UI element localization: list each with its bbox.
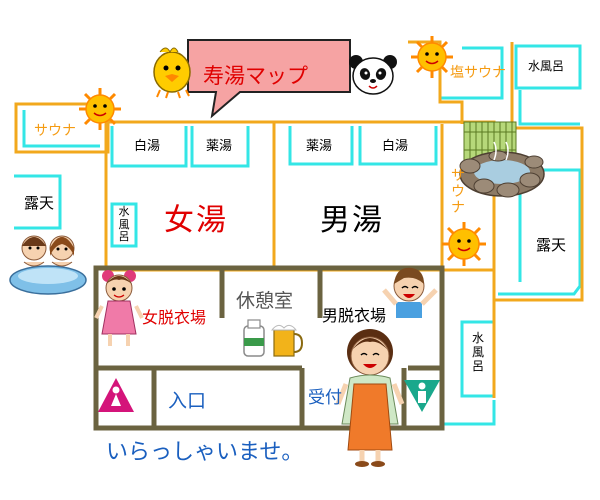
panda-mascot-icon: [349, 55, 397, 95]
sauna-left-label: サウナ: [34, 123, 76, 139]
mizuburo-top-label: 水風呂: [528, 59, 565, 73]
sun-icon: [411, 36, 453, 78]
womens-restroom-icon: [98, 378, 134, 412]
sun-icon: [442, 222, 486, 266]
mizuburo-women-label: 水風呂: [118, 205, 130, 244]
men-bath-label: 男湯: [320, 203, 384, 238]
sun-icon: [79, 88, 121, 130]
women-bath-label: 女湯: [164, 203, 228, 238]
roten-right-label: 露天: [536, 236, 567, 254]
beer-mug-icon: [270, 324, 304, 357]
roten-left-label: 露天: [24, 194, 55, 212]
yakuto-women-label: 薬湯: [206, 139, 233, 154]
title-bubble: [187, 39, 351, 119]
rock-bath-icon: [459, 141, 545, 198]
building-walls: [93, 265, 445, 431]
men-changing-label: 男脱衣場: [322, 306, 387, 325]
yakuto-men-label: 薬湯: [306, 139, 333, 154]
reception-label: 受付: [308, 388, 342, 408]
sauna-center-label: サウナ: [451, 168, 465, 217]
bath-area-walls: [14, 102, 496, 272]
shirayu-women-label: 白湯: [134, 139, 161, 154]
women-changing-label: 女脱衣場: [142, 308, 207, 327]
greeting-text: いらっしゃいませ。: [106, 440, 304, 465]
shio-sauna-label: 塩サウナ: [450, 65, 506, 81]
pool-outlines: [14, 44, 582, 426]
map-title: 寿湯マップ: [203, 64, 308, 88]
bathing-people-icon: [9, 235, 87, 295]
entrance-label: 入口: [168, 390, 207, 412]
attendant-woman-icon: [335, 329, 405, 467]
mens-restroom-icon: [404, 380, 440, 412]
chick-mascot-icon: [153, 47, 191, 99]
shirayu-men-label: 白湯: [382, 139, 409, 154]
milk-bottle-icon: [243, 319, 265, 357]
outer-right-walls: [408, 40, 584, 398]
mizuburo-right-label: 水風呂: [471, 331, 484, 373]
boy-mascot-icon: [382, 267, 438, 318]
girl-mascot-icon: [94, 270, 144, 346]
lounge-label: 休憩室: [236, 290, 294, 312]
